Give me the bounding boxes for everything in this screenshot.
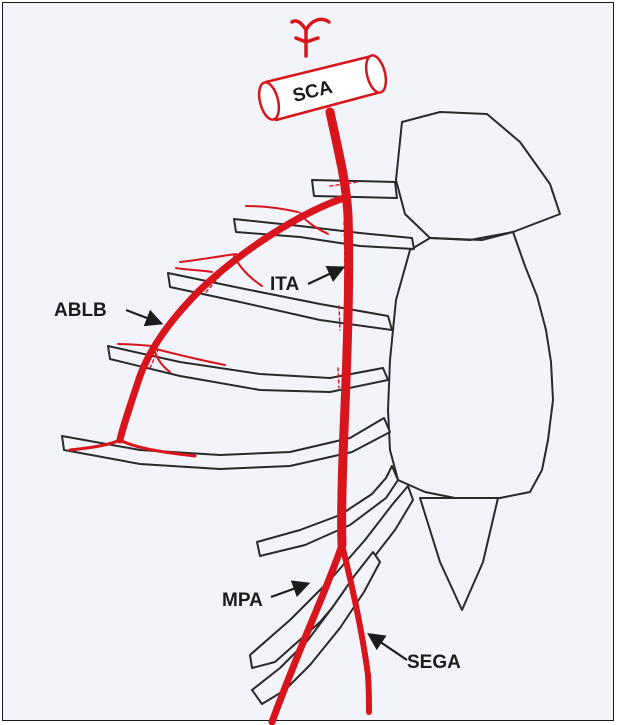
mpa-arrow — [271, 584, 307, 597]
label-sega: SEGA — [407, 652, 461, 673]
label-mpa: MPA — [222, 590, 263, 611]
label-ita: ITA — [270, 274, 299, 295]
manubrium — [396, 112, 560, 240]
sternum — [388, 112, 560, 610]
ablb-arrow — [126, 310, 160, 323]
ita-artery — [330, 112, 349, 545]
sternal-body — [388, 232, 553, 498]
sega-arrow — [370, 635, 407, 660]
label-ablb: ABLB — [54, 300, 107, 321]
xiphoid-process — [420, 498, 498, 610]
ita-arrow — [308, 268, 342, 284]
subclavian-branch-top — [292, 19, 329, 56]
subclavian-artery — [256, 19, 390, 121]
